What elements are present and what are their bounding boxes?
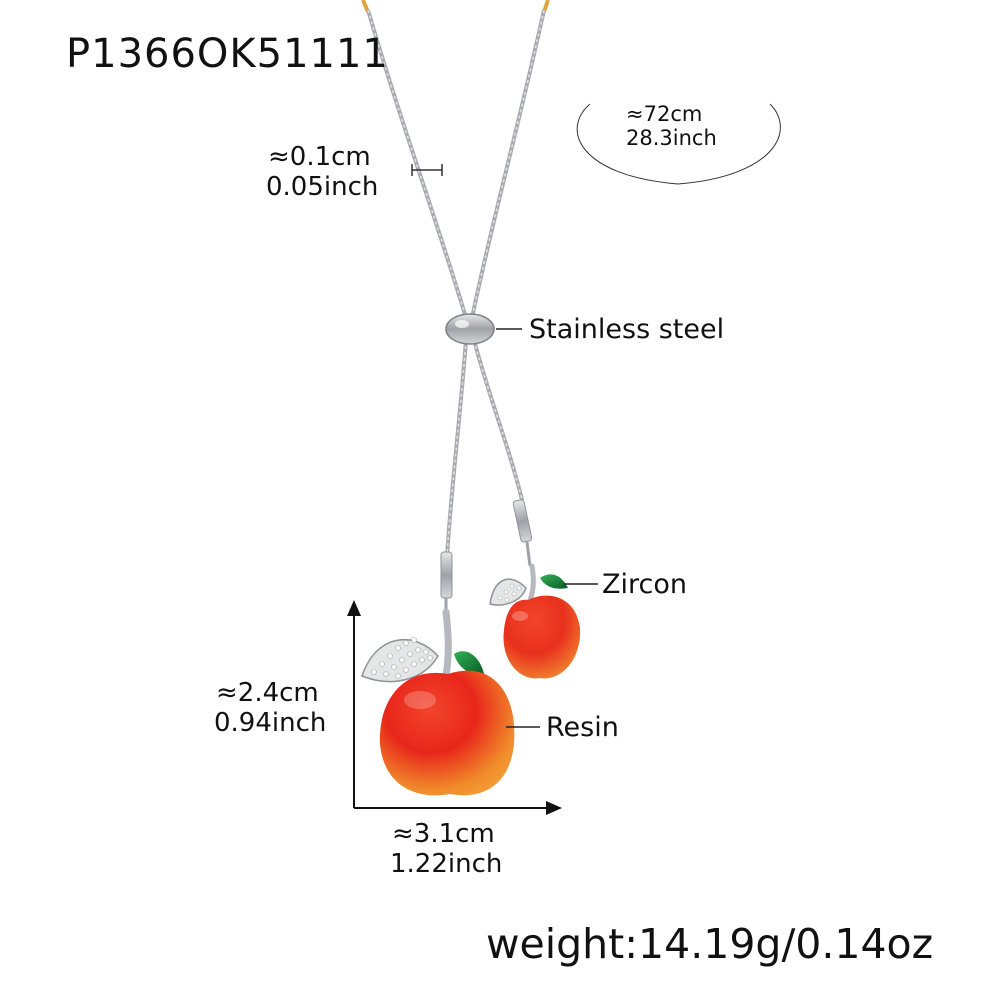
- chain-width-cm: ≈0.1cm: [268, 142, 371, 172]
- small-apple-pendant: [489, 563, 581, 679]
- steel-slider-bead: [445, 313, 495, 345]
- pendant-height-inch: 0.94inch: [214, 708, 327, 738]
- chain-width-inch: 0.05inch: [266, 172, 379, 202]
- product-code: P1366OK51111: [66, 31, 389, 77]
- pendant-width-cm: ≈3.1cm: [392, 819, 495, 849]
- material-resin-label: Resin: [546, 712, 619, 743]
- pendant-width-inch: 1.22inch: [390, 849, 503, 879]
- material-steel-label: Stainless steel: [529, 314, 725, 345]
- pendant-height-cm: ≈2.4cm: [216, 678, 319, 708]
- weight-label: weight:14.19g/0.14oz: [486, 920, 934, 968]
- dimension-arrows: [347, 600, 562, 815]
- chain-length-cm: ≈72cm: [626, 102, 703, 126]
- material-zircon-label: Zircon: [602, 569, 687, 600]
- chain-width-marker: [411, 164, 443, 176]
- chain: [361, 0, 550, 612]
- length-oval-icon: [576, 103, 781, 185]
- chain-length-inch: 28.3inch: [626, 126, 717, 150]
- large-apple-pendant: [361, 608, 515, 796]
